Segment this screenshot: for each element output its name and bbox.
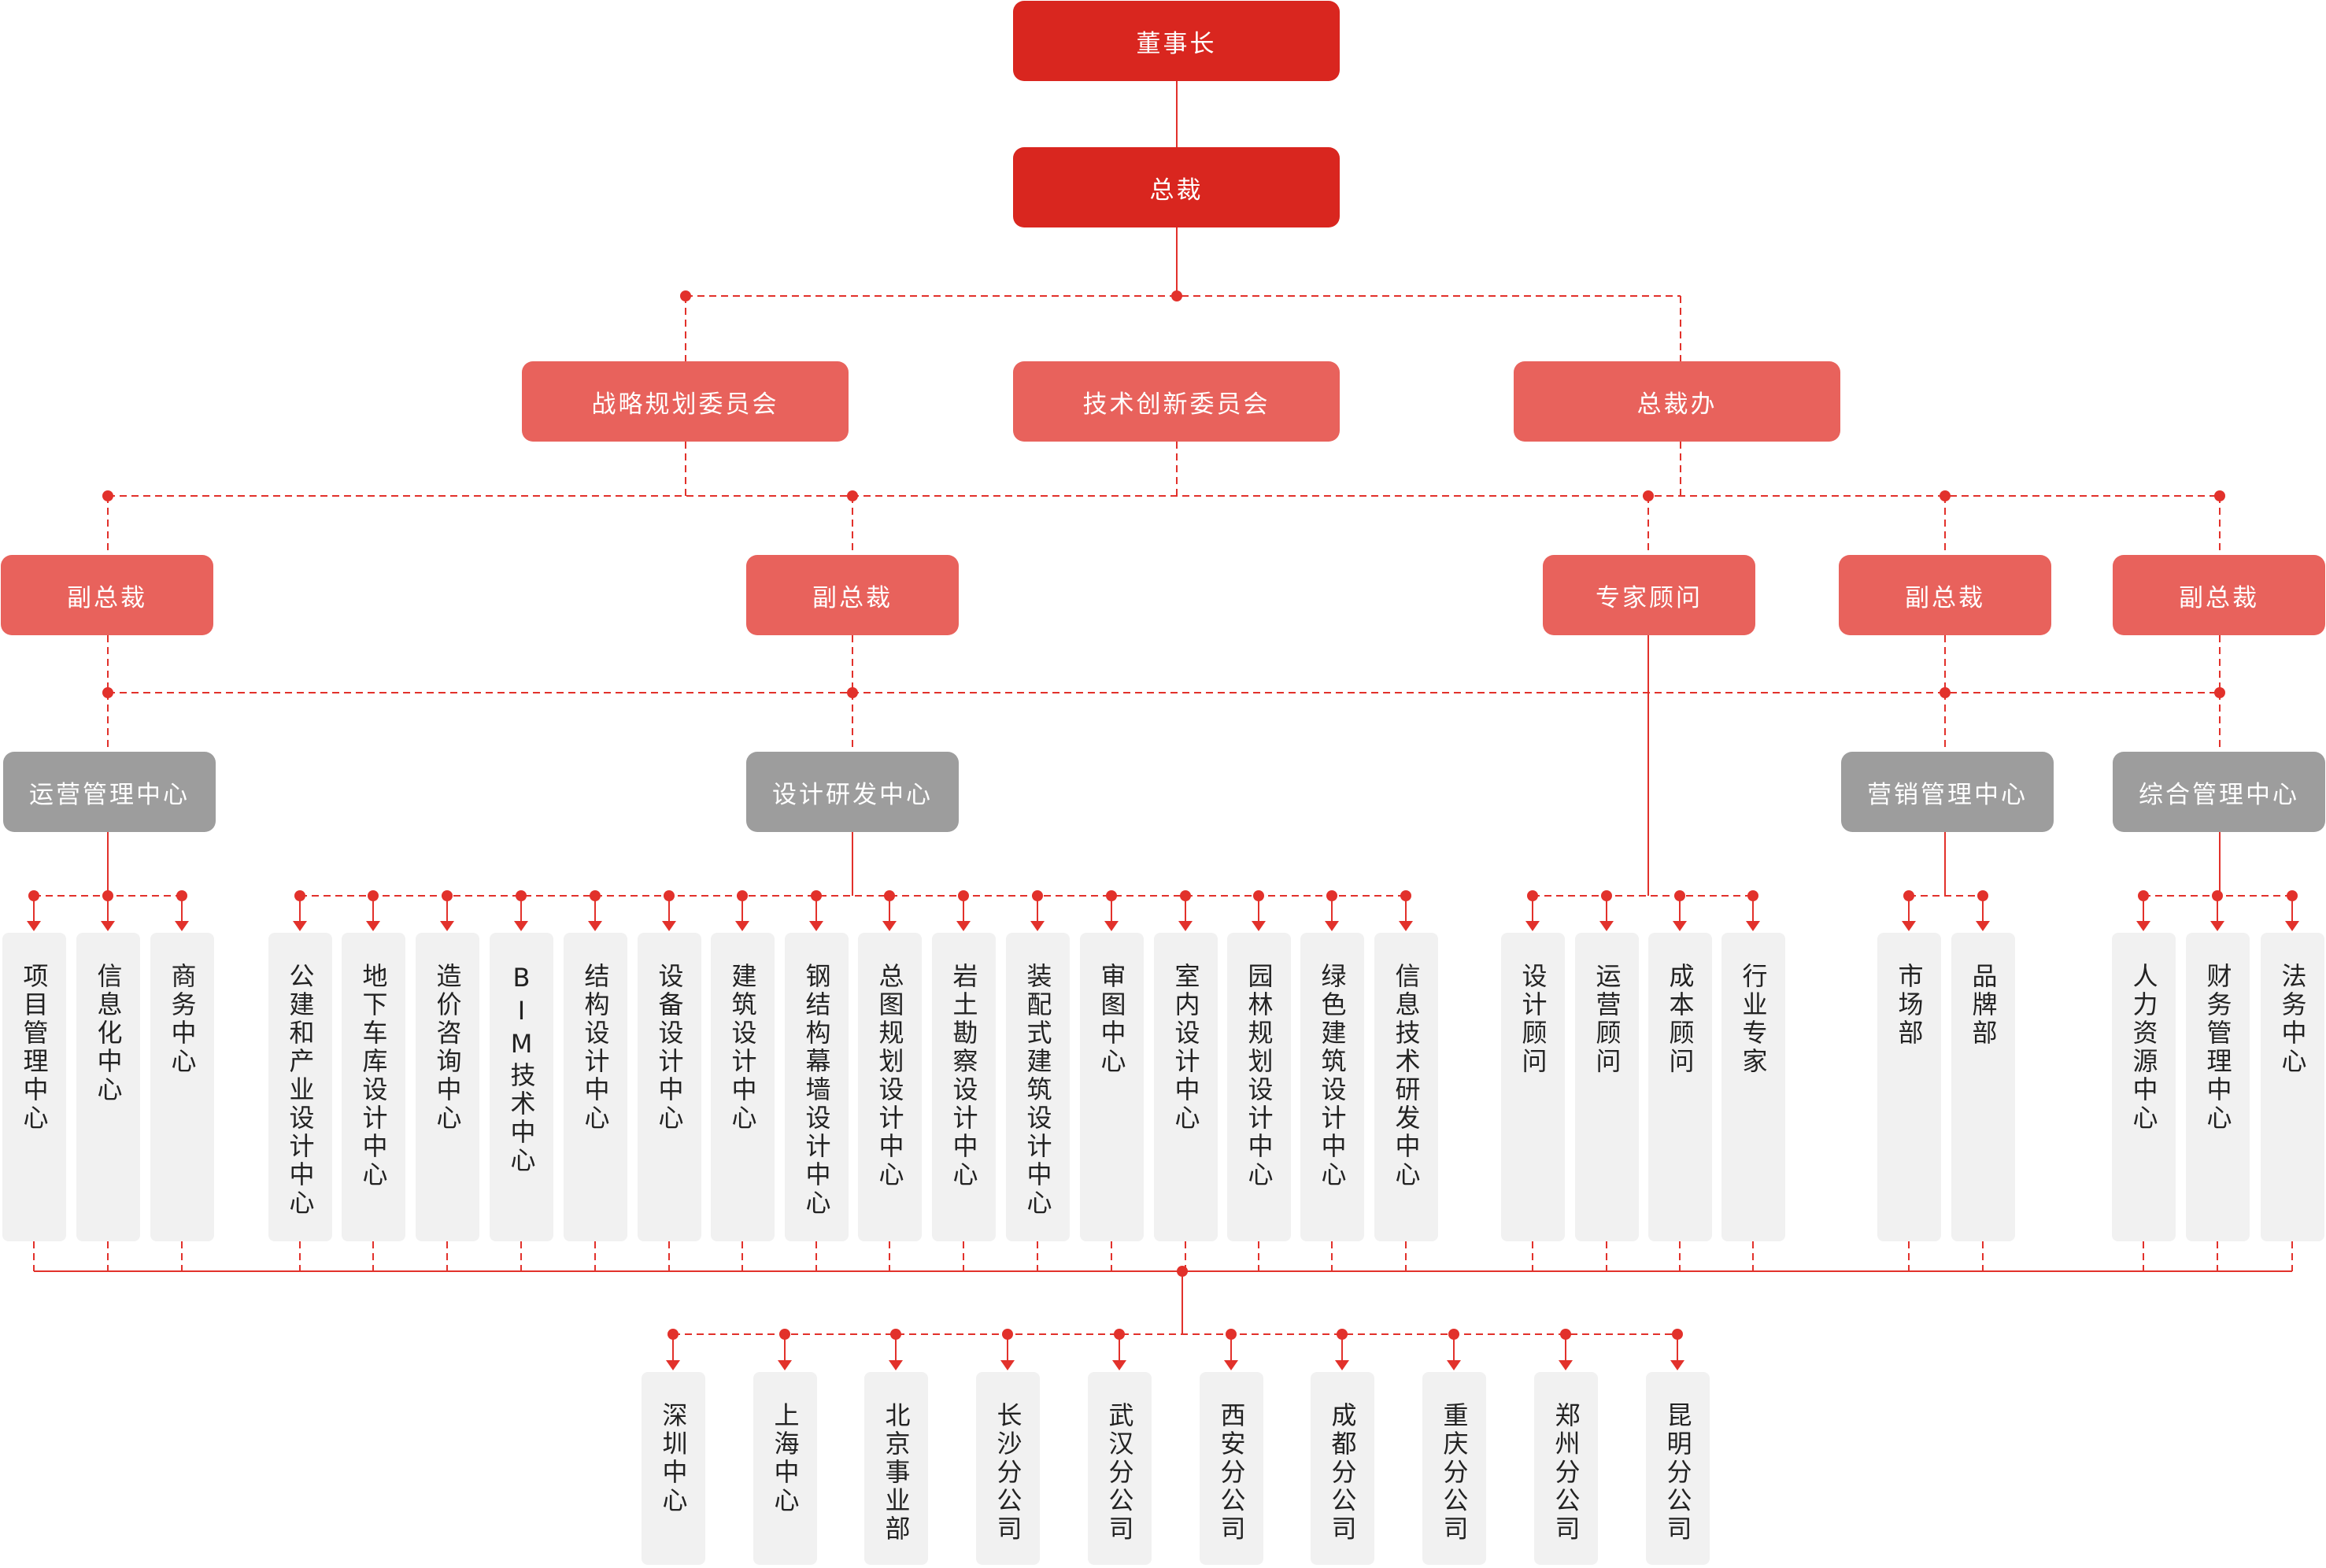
arrow-down-icon (1000, 1360, 1015, 1370)
design-rd-center-box[interactable]: 设计研发中心 (746, 752, 959, 832)
marketing-center-box[interactable]: 营销管理中心 (1841, 752, 2054, 832)
arrow-down-icon (101, 921, 115, 931)
arrow-down-icon (1976, 921, 1990, 931)
arrow-down-icon (1178, 921, 1193, 931)
arrow-down-icon (1224, 1360, 1238, 1370)
arrow-down-icon (1399, 921, 1413, 931)
unit-design-8[interactable]: 钢结构幕墙设计中心 (785, 933, 849, 1241)
arrow-down-icon (175, 921, 189, 931)
president-office-box[interactable]: 总裁办 (1514, 361, 1840, 442)
arrow-down-icon (1525, 921, 1540, 931)
unit-industry-expert[interactable]: 行业专家 (1721, 933, 1785, 1241)
vice-president-box-4[interactable]: 副总裁 (2113, 555, 2325, 635)
arrow-down-icon (882, 921, 897, 931)
arrow-down-icon (1599, 921, 1614, 931)
unit-legal[interactable]: 法务中心 (2261, 933, 2324, 1241)
branch-wuhan[interactable]: 武汉分公司 (1088, 1372, 1152, 1565)
strategy-committee-box[interactable]: 战略规划委员会 (522, 361, 849, 442)
arrow-down-icon (956, 921, 971, 931)
arrow-down-icon (588, 921, 602, 931)
arrow-down-icon (1746, 921, 1760, 931)
arrow-down-icon (778, 1360, 792, 1370)
unit-design-6[interactable]: 设备设计中心 (638, 933, 701, 1241)
unit-operation-advisor[interactable]: 运营顾问 (1575, 933, 1639, 1241)
vice-president-box-1[interactable]: 副总裁 (1, 555, 213, 635)
arrow-down-icon (2136, 921, 2150, 931)
arrow-down-icon (1104, 921, 1119, 931)
branch-shanghai[interactable]: 上海中心 (753, 1372, 817, 1565)
branch-zhengzhou[interactable]: 郑州分公司 (1534, 1372, 1598, 1565)
unit-design-5[interactable]: 结构设计中心 (564, 933, 627, 1241)
unit-hr[interactable]: 人力资源中心 (2112, 933, 2176, 1241)
arrow-down-icon (2285, 921, 2299, 931)
operations-center-box[interactable]: 运营管理中心 (3, 752, 216, 832)
unit-design-7[interactable]: 建筑设计中心 (711, 933, 775, 1241)
arrow-down-icon (293, 921, 307, 931)
president-box[interactable]: 总裁 (1013, 147, 1340, 227)
arrow-down-icon (1447, 1360, 1461, 1370)
branch-changsha[interactable]: 长沙分公司 (976, 1372, 1040, 1565)
unit-brand[interactable]: 品牌部 (1951, 933, 2015, 1241)
arrow-down-icon (440, 921, 454, 931)
branch-chengdu[interactable]: 成都分公司 (1311, 1372, 1374, 1565)
unit-design-16[interactable]: 信息技术研发中心 (1374, 933, 1438, 1241)
unit-design-10[interactable]: 岩土勘察设计中心 (932, 933, 996, 1241)
connector-dot (1171, 290, 1182, 301)
arrow-down-icon (1559, 1360, 1573, 1370)
unit-design-2[interactable]: 地下车库设计中心 (342, 933, 405, 1241)
arrow-down-icon (809, 921, 823, 931)
unit-design-13[interactable]: 室内设计中心 (1154, 933, 1218, 1241)
arrow-down-icon (1670, 1360, 1684, 1370)
unit-market[interactable]: 市场部 (1877, 933, 1941, 1241)
unit-design-14[interactable]: 园林规划设计中心 (1227, 933, 1291, 1241)
branch-xian[interactable]: 西安分公司 (1200, 1372, 1263, 1565)
unit-informatization[interactable]: 信息化中心 (76, 933, 140, 1241)
expert-advisor-box[interactable]: 专家顾问 (1543, 555, 1755, 635)
unit-cost-advisor[interactable]: 成本顾问 (1648, 933, 1712, 1241)
unit-design-15[interactable]: 绿色建筑设计中心 (1300, 933, 1364, 1241)
unit-design-3[interactable]: 造价咨询中心 (416, 933, 479, 1241)
branch-chongqing[interactable]: 重庆分公司 (1422, 1372, 1486, 1565)
admin-center-box[interactable]: 综合管理中心 (2113, 752, 2325, 832)
vice-president-box-2[interactable]: 副总裁 (746, 555, 959, 635)
arrow-down-icon (514, 921, 528, 931)
unit-design-11[interactable]: 装配式建筑设计中心 (1006, 933, 1070, 1241)
unit-finance[interactable]: 财务管理中心 (2186, 933, 2250, 1241)
branch-kunming[interactable]: 昆明分公司 (1646, 1372, 1710, 1565)
arrow-down-icon (1673, 921, 1687, 931)
arrow-down-icon (1335, 1360, 1349, 1370)
innovation-committee-box[interactable]: 技术创新委员会 (1013, 361, 1340, 442)
unit-design-1[interactable]: 公建和产业设计中心 (268, 933, 332, 1241)
unit-design-9[interactable]: 总图规划设计中心 (858, 933, 922, 1241)
arrow-down-icon (1325, 921, 1339, 931)
unit-design-12[interactable]: 审图中心 (1080, 933, 1144, 1241)
unit-business[interactable]: 商务中心 (150, 933, 214, 1241)
arrow-down-icon (735, 921, 749, 931)
arrow-down-icon (1030, 921, 1045, 931)
arrow-down-icon (1902, 921, 1916, 931)
arrow-down-icon (366, 921, 380, 931)
unit-design-4[interactable]: BIM技术中心 (490, 933, 553, 1241)
arrow-down-icon (666, 1360, 680, 1370)
branch-shenzhen[interactable]: 深圳中心 (642, 1372, 705, 1565)
arrow-down-icon (2210, 921, 2224, 931)
unit-design-advisor[interactable]: 设计顾问 (1501, 933, 1565, 1241)
arrow-down-icon (1112, 1360, 1126, 1370)
vice-president-box-3[interactable]: 副总裁 (1839, 555, 2051, 635)
arrow-down-icon (1252, 921, 1266, 931)
arrow-down-icon (889, 1360, 903, 1370)
arrow-down-icon (27, 921, 41, 931)
branch-beijing[interactable]: 北京事业部 (864, 1372, 928, 1565)
arrow-down-icon (662, 921, 676, 931)
unit-project-management[interactable]: 项目管理中心 (2, 933, 66, 1241)
chairman-box[interactable]: 董事长 (1013, 1, 1340, 81)
